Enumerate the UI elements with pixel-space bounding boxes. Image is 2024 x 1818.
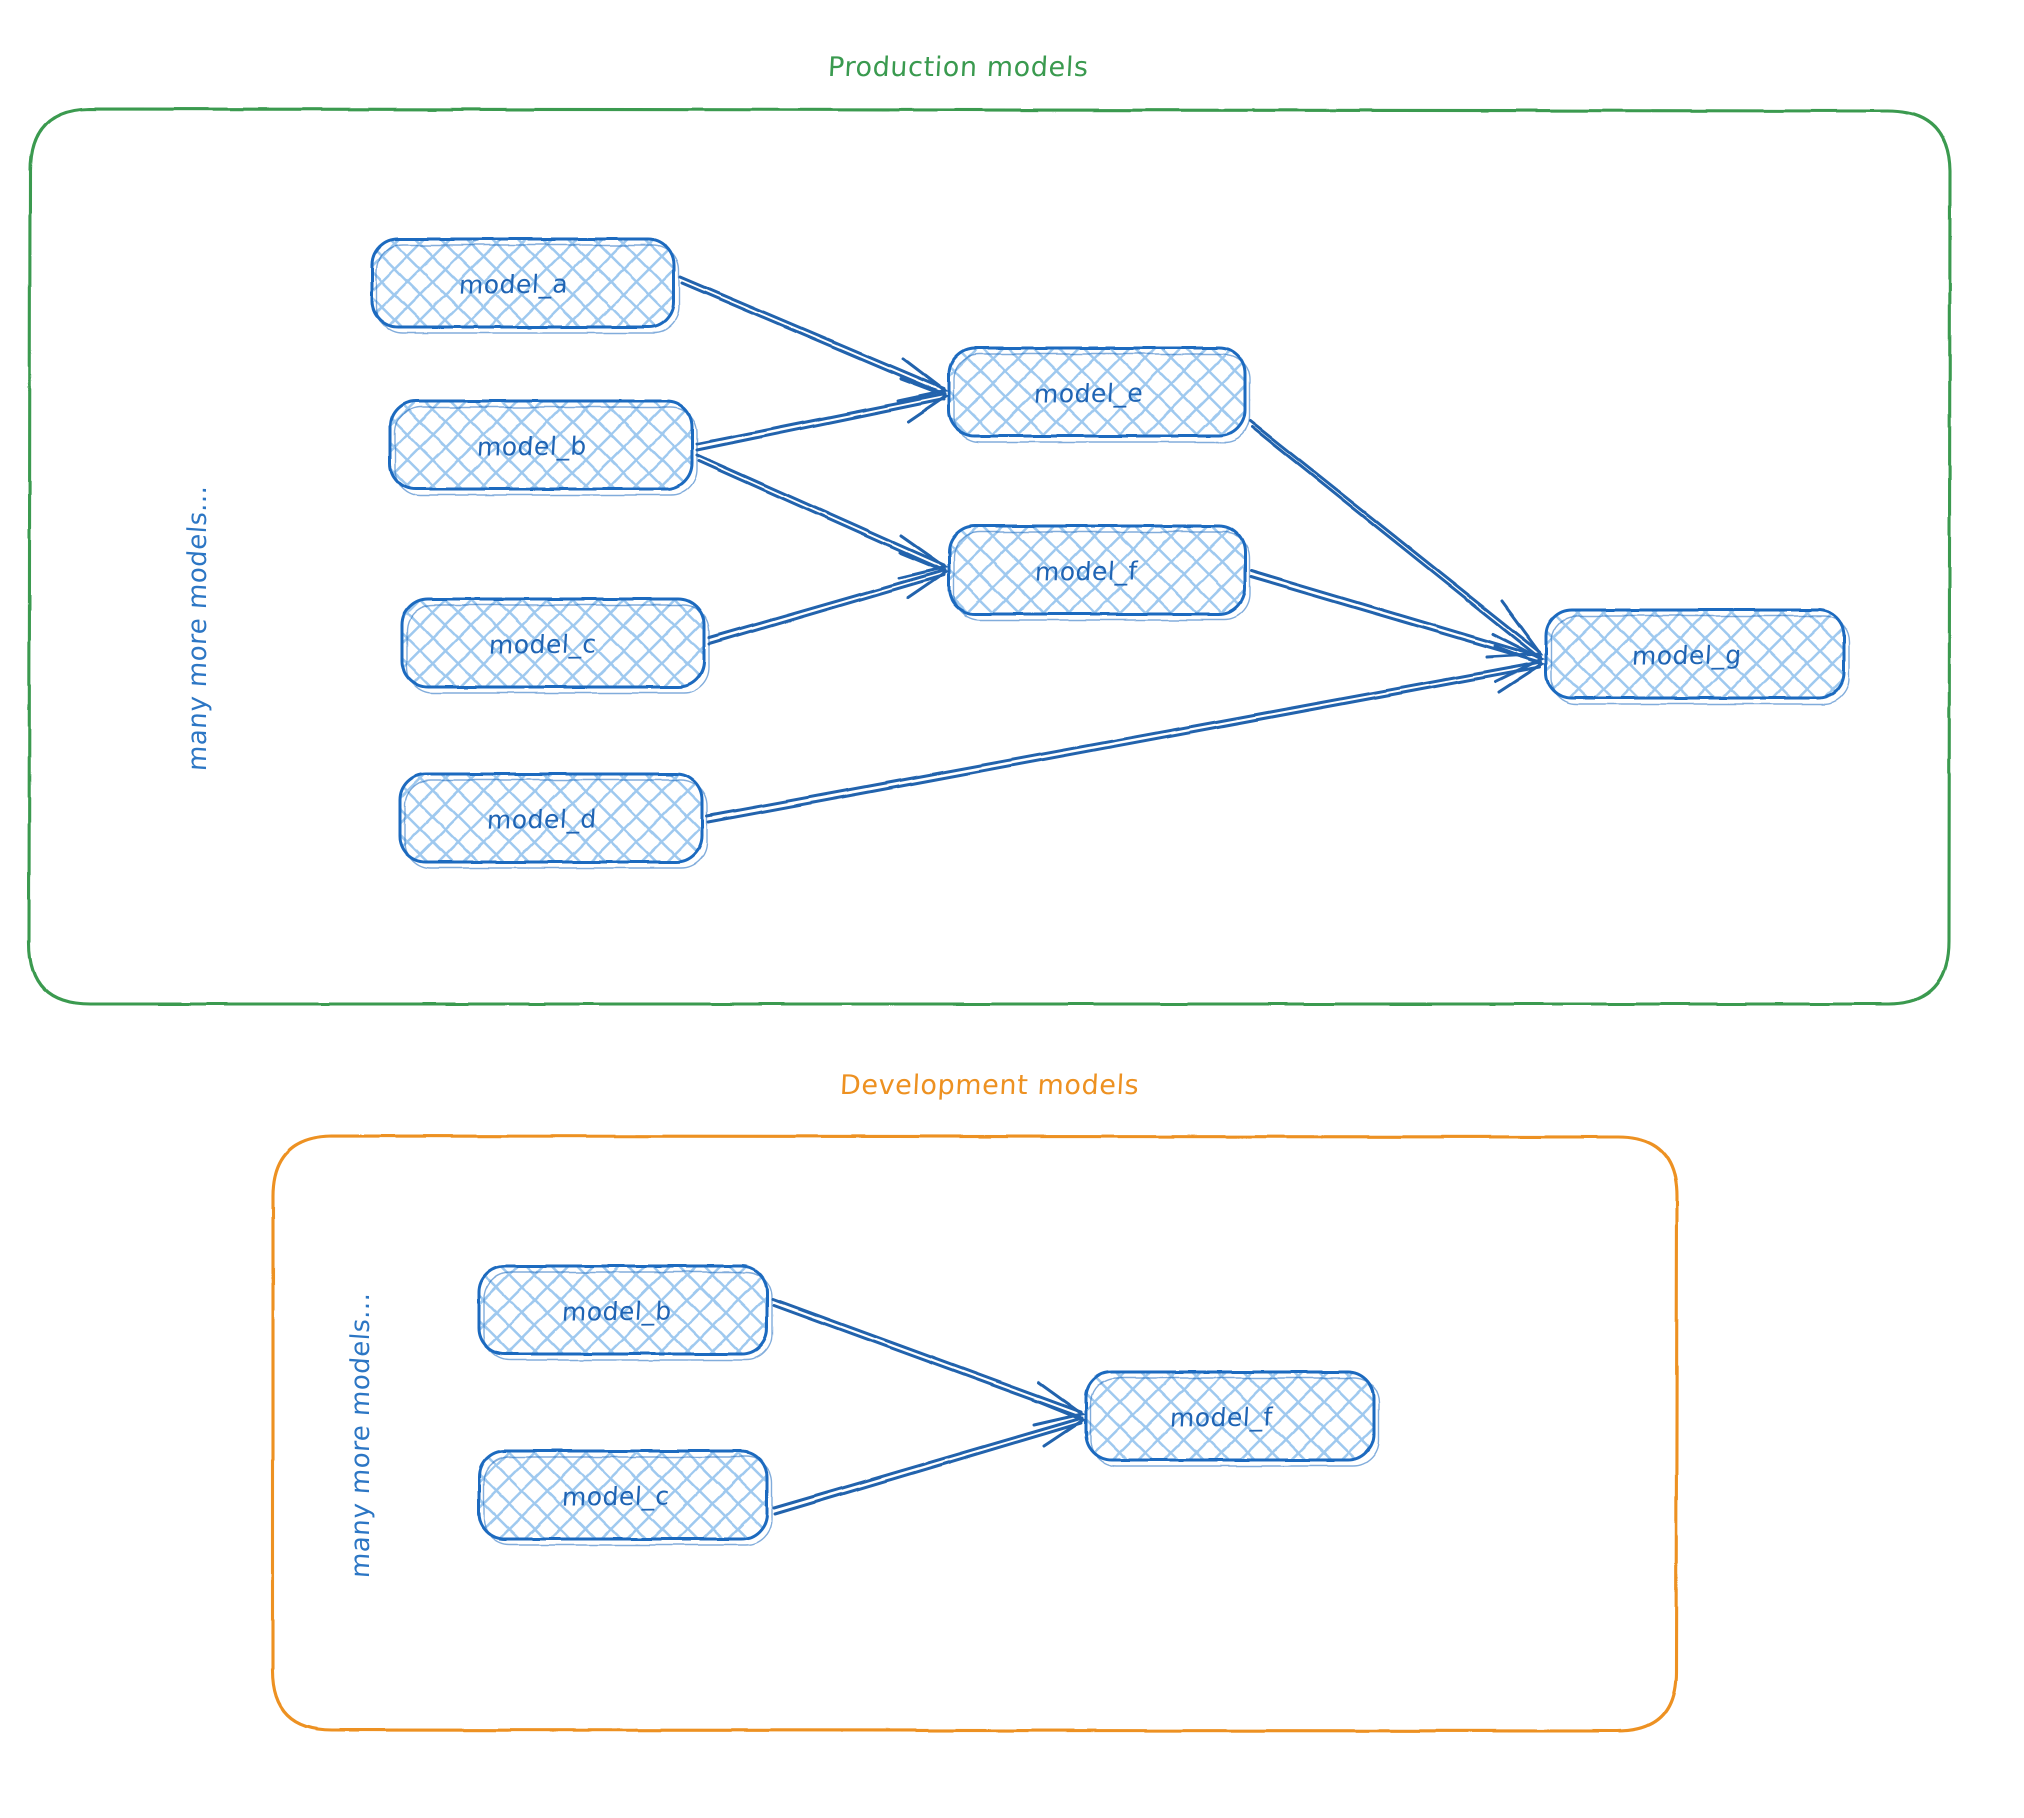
edge-model-a-to-model-e [678,275,949,403]
production-side-note: many more models... [183,484,213,772]
production-nodes [370,237,1850,869]
node-prod-model-b[interactable] [388,399,698,496]
edge-model-f-to-model-g [1249,569,1546,684]
edge-model-d-to-model-g [705,644,1546,824]
node-prod-model-f[interactable] [947,524,1251,621]
edge-model-b-to-model-f [695,453,949,580]
development-nodes [477,1264,1380,1546]
edge-dev-model-c-to-model-f [772,1399,1087,1516]
node-prod-model-d[interactable] [398,772,708,869]
node-prod-model-c[interactable] [400,597,710,694]
node-dev-model-c[interactable] [477,1449,773,1546]
node-prod-model-a[interactable] [370,237,680,334]
edge-model-e-to-model-g [1248,419,1544,659]
node-dev-model-f[interactable] [1084,1370,1380,1467]
production-group-container [27,107,1952,1006]
development-side-note: many more models... [346,1291,376,1579]
development-group-container [271,1134,1679,1733]
development-group-title: Development models [839,1070,1141,1101]
edge-model-b-to-model-e [695,377,950,452]
node-prod-model-e[interactable] [947,346,1251,443]
production-edges [678,275,1546,824]
node-prod-model-g[interactable] [1544,608,1850,705]
development-edges [771,1297,1087,1516]
edge-model-c-to-model-f [707,551,950,646]
production-group-title: Production models [827,52,1090,83]
edge-dev-model-b-to-model-f [771,1297,1086,1427]
node-dev-model-b[interactable] [477,1264,773,1361]
